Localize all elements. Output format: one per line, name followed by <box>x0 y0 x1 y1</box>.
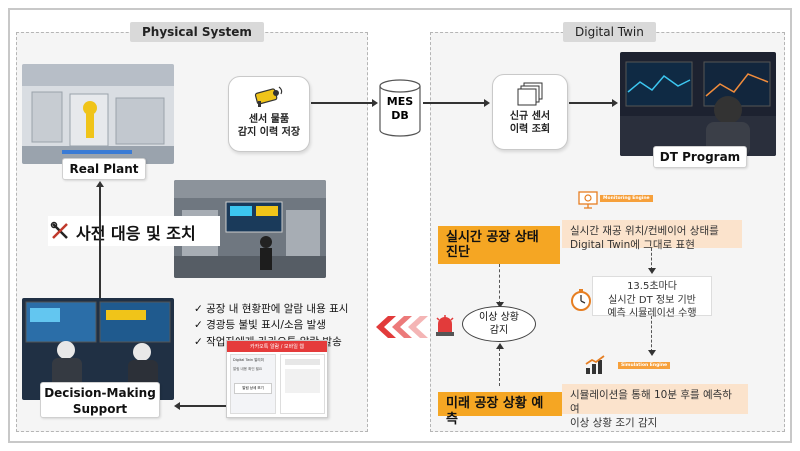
arrow-sensor-to-mes <box>311 102 373 104</box>
kakao-web-pane <box>280 354 325 414</box>
dt-program-label: DT Program <box>653 146 747 168</box>
dashed-desc-to-simulation <box>651 248 652 270</box>
simulation-engine-icon <box>585 355 605 374</box>
checklist-item: ✓ 공장 내 현황판에 알람 내용 표시 <box>194 303 349 315</box>
arrow-decision-to-plant <box>99 186 101 298</box>
arrowhead-mes-to-query <box>484 99 490 107</box>
check-icon: ✓ <box>194 335 207 348</box>
anomaly-detection-node: 이상 상황 감지 <box>462 306 536 342</box>
checklist-item: ✓ 경광등 불빛 표시/소음 발생 <box>194 319 326 332</box>
pre-action-label: 사전 대응 및 조치 <box>76 224 196 243</box>
kakao-chat-button[interactable]: 알림 상세 보기 <box>234 383 272 394</box>
diagnosis-desc-line-1: 실시간 재공 위치/컨베이어 상태를 <box>570 225 719 237</box>
dashed-diagnosis-to-anomaly <box>499 264 500 304</box>
decision-label-line-1: Decision-Making <box>44 386 156 400</box>
kakao-chat-title: Digital Twin 알리미 <box>233 358 264 362</box>
diagnosis-desc-line-2: Digital Twin에 그대로 표현 <box>570 239 695 252</box>
kakao-screen-header: 카카오톡 알람 / 모바일 웹 <box>227 341 327 352</box>
dashed-simulation-to-engine <box>651 316 652 352</box>
arrow-query-to-dt <box>569 102 613 104</box>
camera-sensor-icon <box>254 86 283 107</box>
anomaly-line-1: 이상 상황 <box>479 312 519 323</box>
mes-db-label-1: MES <box>386 95 414 108</box>
arrow-kakao-to-decision <box>180 405 226 407</box>
simulation-desc: 13.5초마다 실시간 DT 정보 기반 예측 시뮬레이션 수행 <box>592 276 712 319</box>
dt-program-photo <box>620 52 776 156</box>
stopwatch-icon <box>571 289 591 311</box>
web-placeholder-block <box>285 369 320 393</box>
mes-db-cylinder: MES DB <box>378 78 422 138</box>
simulation-desc-line-2: 실시간 DT 정보 기반 <box>608 294 696 306</box>
simulation-desc-line-1: 13.5초마다 <box>627 281 677 292</box>
kakao-alarm-screen: 카카오톡 알람 / 모바일 웹 Digital Twin 알리미 알림 내용 확… <box>226 340 328 418</box>
diagnosis-line-1: 실시간 공장 상태 <box>446 230 539 245</box>
arrowhead-prediction-to-anomaly <box>496 343 504 349</box>
realtime-diagnosis-label: 실시간 공장 상태 진단 <box>438 226 560 264</box>
digital-twin-title: Digital Twin <box>563 22 656 42</box>
physical-system-title: Physical System <box>130 22 264 42</box>
flow-chevrons-icon <box>376 316 428 338</box>
decision-support-label: Decision-Making Support <box>40 382 160 418</box>
arrowhead-diagnosis-to-anomaly <box>496 302 504 308</box>
prediction-desc-line-2: 이상 상황 조기 감지 <box>570 417 658 430</box>
check-icon: ✓ <box>194 303 207 315</box>
arrowhead-sensor-to-mes <box>372 99 378 107</box>
arrowhead-simulation-to-engine <box>648 350 656 356</box>
future-prediction-label: 미래 공장 상황 예측 <box>438 392 562 427</box>
siren-icon <box>436 315 454 336</box>
decision-label-line-2: Support <box>72 402 128 416</box>
real-plant-label: Real Plant <box>62 158 146 180</box>
simulation-desc-line-3: 예측 시뮬레이션 수행 <box>607 308 697 319</box>
arrow-mes-to-query <box>423 102 485 104</box>
sensor-box-line-1: 센서 물품 <box>248 114 290 125</box>
sensor-query-box: 신규 센서 이력 조회 <box>492 74 568 150</box>
sensor-query-line-1: 신규 센서 <box>509 111 551 122</box>
realtime-diagnosis-desc: 실시간 재공 위치/컨베이어 상태를 Digital Twin에 그대로 표현 <box>562 220 742 251</box>
simulation-engine-tag: Simulation Engine <box>618 362 671 369</box>
kakao-chat-pane: Digital Twin 알리미 알림 내용 확인 필요 알림 상세 보기 <box>230 354 276 414</box>
sensor-storage-box: 센서 물품 감지 이력 저장 <box>228 76 310 152</box>
monitoring-engine-icon <box>578 191 598 209</box>
monitoring-engine-tag: Monitoring Engine <box>600 195 653 202</box>
diagnosis-line-2: 진단 <box>446 245 470 260</box>
arrowhead-kakao-to-decision <box>174 402 180 410</box>
future-prediction-desc: 시뮬레이션을 통해 10분 후를 예측하여 이상 상황 조기 감지 <box>562 384 748 429</box>
arrowhead-decision-to-plant <box>96 181 104 187</box>
check-icon: ✓ <box>194 319 207 332</box>
mes-db-label-2: DB <box>391 109 409 122</box>
arrowhead-query-to-dt <box>612 99 618 107</box>
sensor-query-line-2: 이력 조회 <box>509 124 551 135</box>
sensor-box-line-2: 감지 이력 저장 <box>237 127 301 138</box>
kakao-chat-text: 알림 내용 확인 필요 <box>233 367 263 371</box>
real-plant-photo <box>22 64 174 164</box>
pre-action-group: 사전 대응 및 조치 <box>48 216 220 246</box>
web-placeholder-bar <box>285 359 320 365</box>
prediction-desc-line-1: 시뮬레이션을 통해 10분 후를 예측하여 <box>570 389 732 416</box>
tools-icon <box>50 221 68 239</box>
document-stack-icon <box>517 82 543 106</box>
arrowhead-desc-to-simulation <box>648 268 656 274</box>
dashed-prediction-to-anomaly <box>499 348 500 386</box>
anomaly-line-2: 감지 <box>489 325 509 336</box>
